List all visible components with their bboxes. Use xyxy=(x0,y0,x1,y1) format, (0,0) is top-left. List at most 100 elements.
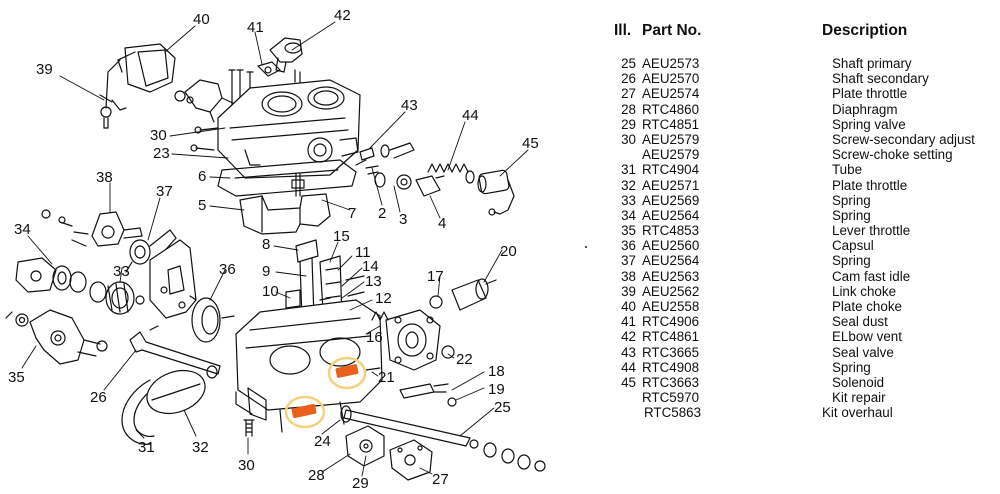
cell-ill: 29 xyxy=(621,116,636,132)
screws-18-19-21 xyxy=(365,367,457,407)
needle-valve-parts xyxy=(359,142,445,197)
cell-part-no: AEU2562 xyxy=(642,283,700,299)
cell-description: Plate throttle xyxy=(832,86,908,102)
callout-19: 19 xyxy=(488,381,505,398)
cell-description: Plate throttle xyxy=(832,177,908,193)
table-row: RTC5970 Kit repair xyxy=(612,390,1000,405)
cell-part-no: AEU2563 xyxy=(642,268,700,284)
throttle-plate-27 xyxy=(389,439,433,481)
table-row: 29 RTC4851 Spring valve xyxy=(612,117,1000,132)
primary-shaft-25 xyxy=(340,405,546,472)
callout-4: 4 xyxy=(438,215,446,232)
screw-30-bottom xyxy=(243,419,255,437)
elbow-vent-42 xyxy=(269,37,303,73)
cell-part-no: AEU2573 xyxy=(642,56,700,71)
choke-plate-40 xyxy=(117,43,176,93)
cell-description: Shaft primary xyxy=(832,56,912,71)
choke-bracket xyxy=(174,69,254,123)
callout-44: 44 xyxy=(462,107,479,124)
cell-ill: 44 xyxy=(621,359,636,375)
cell-ill: 25 xyxy=(621,56,636,71)
cell-description: Tube xyxy=(832,162,863,178)
cell-part-no: RTC4861 xyxy=(642,329,700,345)
cell-part-no: RTC4906 xyxy=(642,314,700,330)
cell-description: Spring xyxy=(832,359,871,375)
header-part-no: Part No. xyxy=(642,22,702,39)
callout-11: 11 xyxy=(355,244,371,261)
cell-part-no: RTC4851 xyxy=(642,116,700,132)
cell-part-no: AEU2571 xyxy=(642,177,700,193)
cell-ill: 32 xyxy=(621,177,636,193)
cell-part-no: AEU2560 xyxy=(642,238,700,254)
pump-cover-16-22 xyxy=(371,309,455,371)
table-row: AEU2579 Screw-choke setting xyxy=(612,147,1000,162)
cell-part-no: RTC4908 xyxy=(642,359,700,375)
callout-24: 24 xyxy=(314,433,331,450)
parts-table-header: Ill. Part No. Description xyxy=(612,18,1000,46)
cell-part-no: RTC5970 xyxy=(642,390,700,406)
cell-description: Screw-choke setting xyxy=(832,147,953,163)
cell-description: Cam fast idle xyxy=(832,268,911,284)
callout-2: 2 xyxy=(378,205,386,222)
spring-34 xyxy=(15,257,87,293)
cell-part-no: AEU2569 xyxy=(642,192,700,208)
cam-fast-idle-38 xyxy=(41,209,143,247)
cell-part-no: RTC5863 xyxy=(644,405,702,421)
parts-table: Ill. Part No. Description 25 AEU2573 Shaft… xyxy=(612,18,1000,421)
cell-description: Capsul xyxy=(832,238,874,254)
cell-ill: 43 xyxy=(621,344,636,360)
cell-ill: 31 xyxy=(621,162,636,178)
callout-23: 23 xyxy=(153,145,170,162)
callout-32: 32 xyxy=(192,439,209,456)
cell-ill: 26 xyxy=(621,71,636,87)
cell-ill: 36 xyxy=(621,238,636,254)
callout-30-lower: 30 xyxy=(238,457,255,474)
cell-ill: 45 xyxy=(621,374,636,390)
float-assembly-5 xyxy=(239,173,331,235)
cell-description: Solenoid xyxy=(832,374,885,390)
spring-44 xyxy=(427,163,475,184)
callout-36: 36 xyxy=(219,261,236,278)
callout-33: 33 xyxy=(113,263,130,280)
cell-ill: 42 xyxy=(621,329,636,345)
spring-33 xyxy=(89,281,145,315)
cell-part-no: AEU2574 xyxy=(642,86,700,102)
callout-41: 41 xyxy=(247,19,264,36)
cell-description: Link choke xyxy=(832,283,897,299)
callout-34: 34 xyxy=(14,221,31,238)
cell-part-no: AEU2579 xyxy=(642,147,700,163)
cell-description: Kit repair xyxy=(832,390,886,406)
callout-9: 9 xyxy=(262,263,270,280)
callout-13: 13 xyxy=(365,273,382,290)
callout-27: 27 xyxy=(432,471,449,488)
cell-description: Lever throttle xyxy=(832,223,911,239)
choke-link-39 xyxy=(99,59,127,129)
callout-21: 21 xyxy=(378,369,395,386)
callout-18: 18 xyxy=(488,363,505,380)
cell-description: Spring valve xyxy=(832,116,906,132)
callout-10: 10 xyxy=(262,283,279,300)
callout-29: 29 xyxy=(352,475,369,492)
table-row: 36 AEU2560 Capsul xyxy=(612,238,1000,253)
header-ill: Ill. xyxy=(614,22,632,39)
cell-part-no: AEU2570 xyxy=(642,71,700,87)
callout-leader-lines xyxy=(21,21,529,477)
callout-25: 25 xyxy=(494,399,511,416)
table-row: 25 AEU2573 Shaft primary xyxy=(612,56,1000,71)
highlight-screw-upper xyxy=(327,356,367,390)
cell-description: Seal dust xyxy=(832,314,888,330)
callout-43: 43 xyxy=(401,97,418,114)
cell-description: Plate choke xyxy=(832,299,902,314)
